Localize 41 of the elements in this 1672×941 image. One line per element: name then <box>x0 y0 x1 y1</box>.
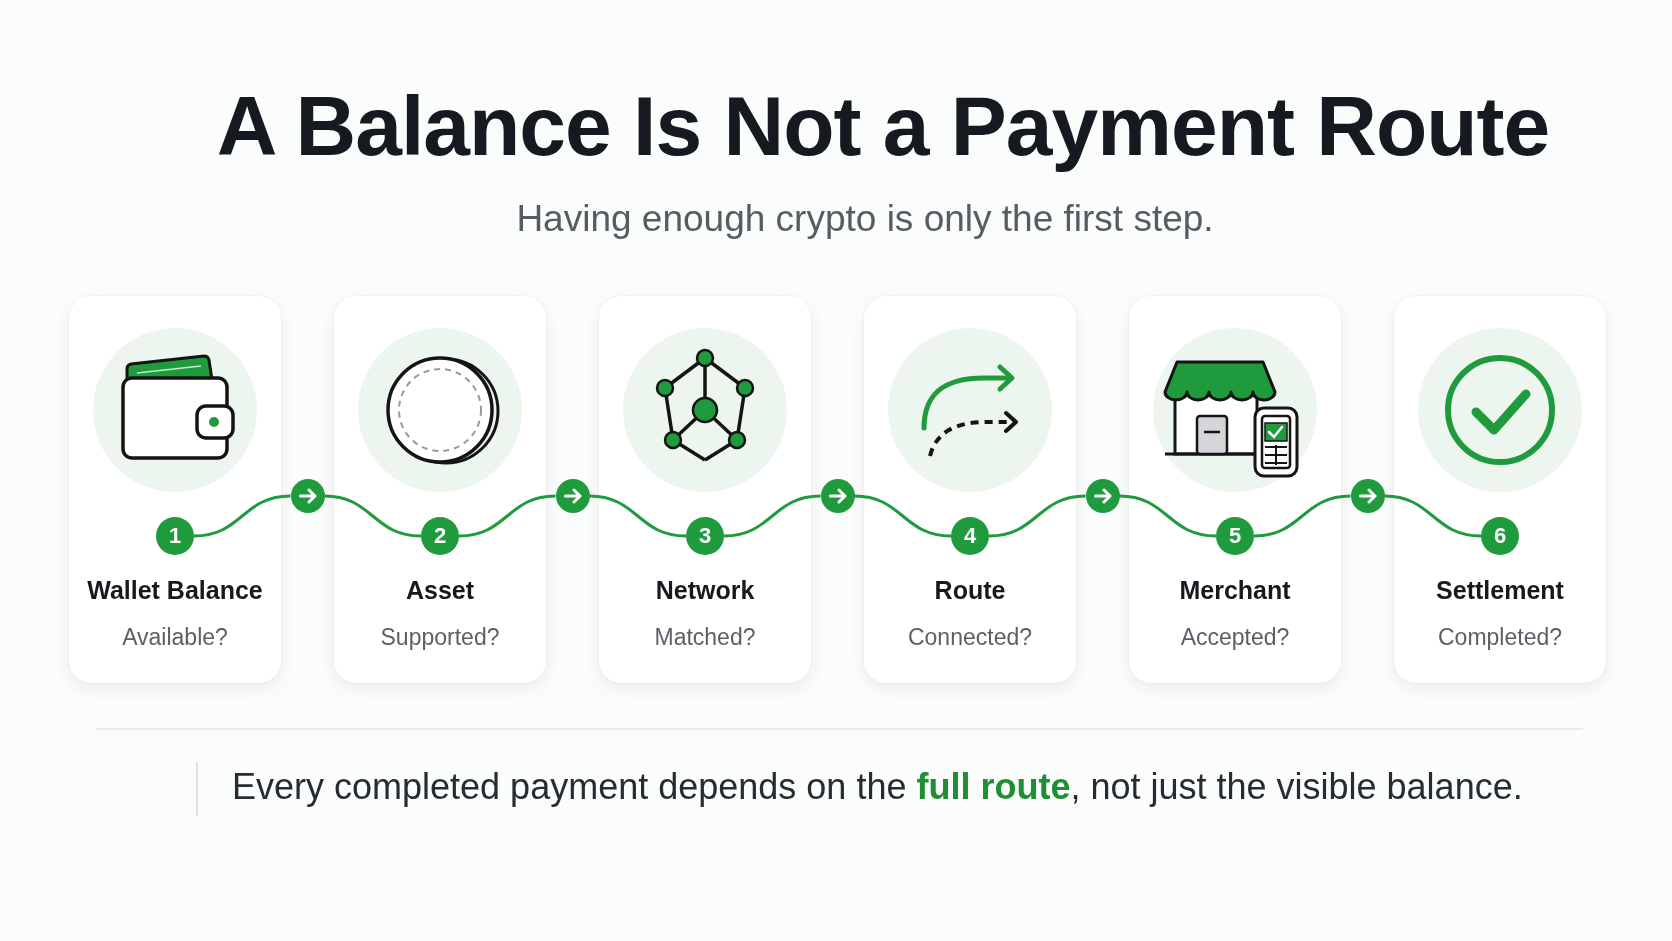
wavy-connector <box>193 494 291 538</box>
wavy-connector <box>854 494 952 538</box>
step-card <box>334 296 546 683</box>
step-card <box>69 296 281 683</box>
step-number-badge: 1 <box>156 517 194 555</box>
step-number-badge: 3 <box>686 517 724 555</box>
arrow-circle <box>555 479 590 513</box>
step-card <box>864 296 1076 683</box>
step-title: Wallet Balance <box>86 575 264 605</box>
wavy-connector <box>988 494 1086 538</box>
step-number-badge: 4 <box>951 517 989 555</box>
step-number-badge: 5 <box>1216 517 1254 555</box>
step-title: Asset <box>404 575 476 605</box>
step-number-badge: 6 <box>1481 517 1519 555</box>
step-title: Network <box>654 575 756 605</box>
step-question: Completed? <box>1437 623 1563 651</box>
arrow-circle <box>820 479 855 513</box>
step-question: Connected? <box>906 623 1033 651</box>
step-question: Matched? <box>653 623 757 651</box>
takeaway-text: Every completed payment depends on the full route, not just the visible balance. <box>232 769 1523 805</box>
step-question: Available? <box>121 623 229 651</box>
step-question: Accepted? <box>1179 623 1291 651</box>
step-title: Route <box>933 575 1007 605</box>
wavy-connector <box>589 494 687 538</box>
step-card <box>1129 296 1341 683</box>
step-card <box>1394 296 1606 683</box>
step-question: Supported? <box>379 623 501 651</box>
wavy-connector <box>1384 494 1482 538</box>
step-title: Merchant <box>1178 575 1292 605</box>
wavy-connector <box>458 494 556 538</box>
step-number-badge: 2 <box>421 517 459 555</box>
subtitle: Having enough crypto is only the first step. <box>515 200 1215 237</box>
wavy-connector <box>1119 494 1217 538</box>
arrow-circle <box>1350 479 1385 513</box>
arrow-circle <box>1085 479 1120 513</box>
arrow-circle <box>290 479 325 513</box>
step-title: Settlement <box>1435 575 1565 605</box>
wavy-connector <box>1253 494 1351 538</box>
step-card <box>599 296 811 683</box>
wavy-connector <box>324 494 422 538</box>
wavy-connector <box>723 494 821 538</box>
